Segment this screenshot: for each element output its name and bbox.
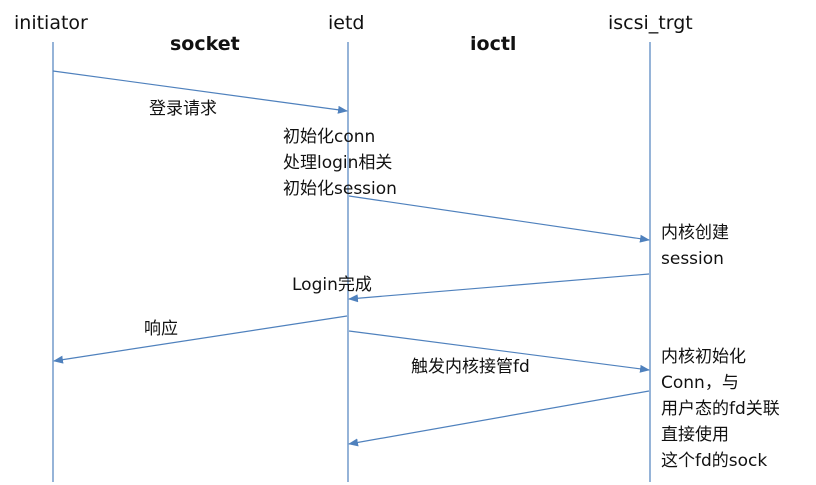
note-line: 处理login相关 [283, 153, 393, 173]
note-line: Conn，与 [661, 373, 739, 393]
note-line: session [661, 249, 724, 269]
arrow-trigger-kernel [348, 330, 650, 373]
note-line: 用户态的fd关联 [661, 399, 780, 419]
message-login-request: 登录请求 [149, 99, 217, 119]
channel-ioctl: ioctl [470, 33, 517, 55]
participant-iscsi-trgt: iscsi_trgt [608, 12, 693, 34]
note-line: 内核创建 [661, 223, 729, 243]
arrow-login-request [52, 70, 348, 114]
note-kernel-conn: 内核初始化 Conn，与 用户态的fd关联 直接使用 这个fd的sock [661, 344, 780, 474]
note-ietd-init: 初始化conn 处理login相关 初始化session [283, 124, 397, 202]
note-line: 初始化conn [283, 127, 376, 147]
message-login-complete: Login完成 [292, 275, 372, 295]
note-kernel-session: 内核创建 session [661, 220, 729, 272]
message-trigger-kernel: 触发内核接管fd [411, 357, 530, 377]
note-line: 初始化session [283, 179, 397, 199]
arrow-response [53, 315, 348, 364]
note-line: 这个fd的sock [661, 451, 768, 471]
participant-initiator: initiator [14, 12, 88, 34]
note-line: 直接使用 [661, 425, 729, 445]
arrow-login-complete [348, 273, 650, 303]
message-response: 响应 [144, 319, 178, 339]
participant-ietd: ietd [328, 12, 365, 34]
arrow-create-session [348, 195, 650, 243]
channel-socket: socket [170, 33, 240, 55]
note-line: 内核初始化 [661, 347, 746, 367]
arrow-return [348, 390, 650, 447]
